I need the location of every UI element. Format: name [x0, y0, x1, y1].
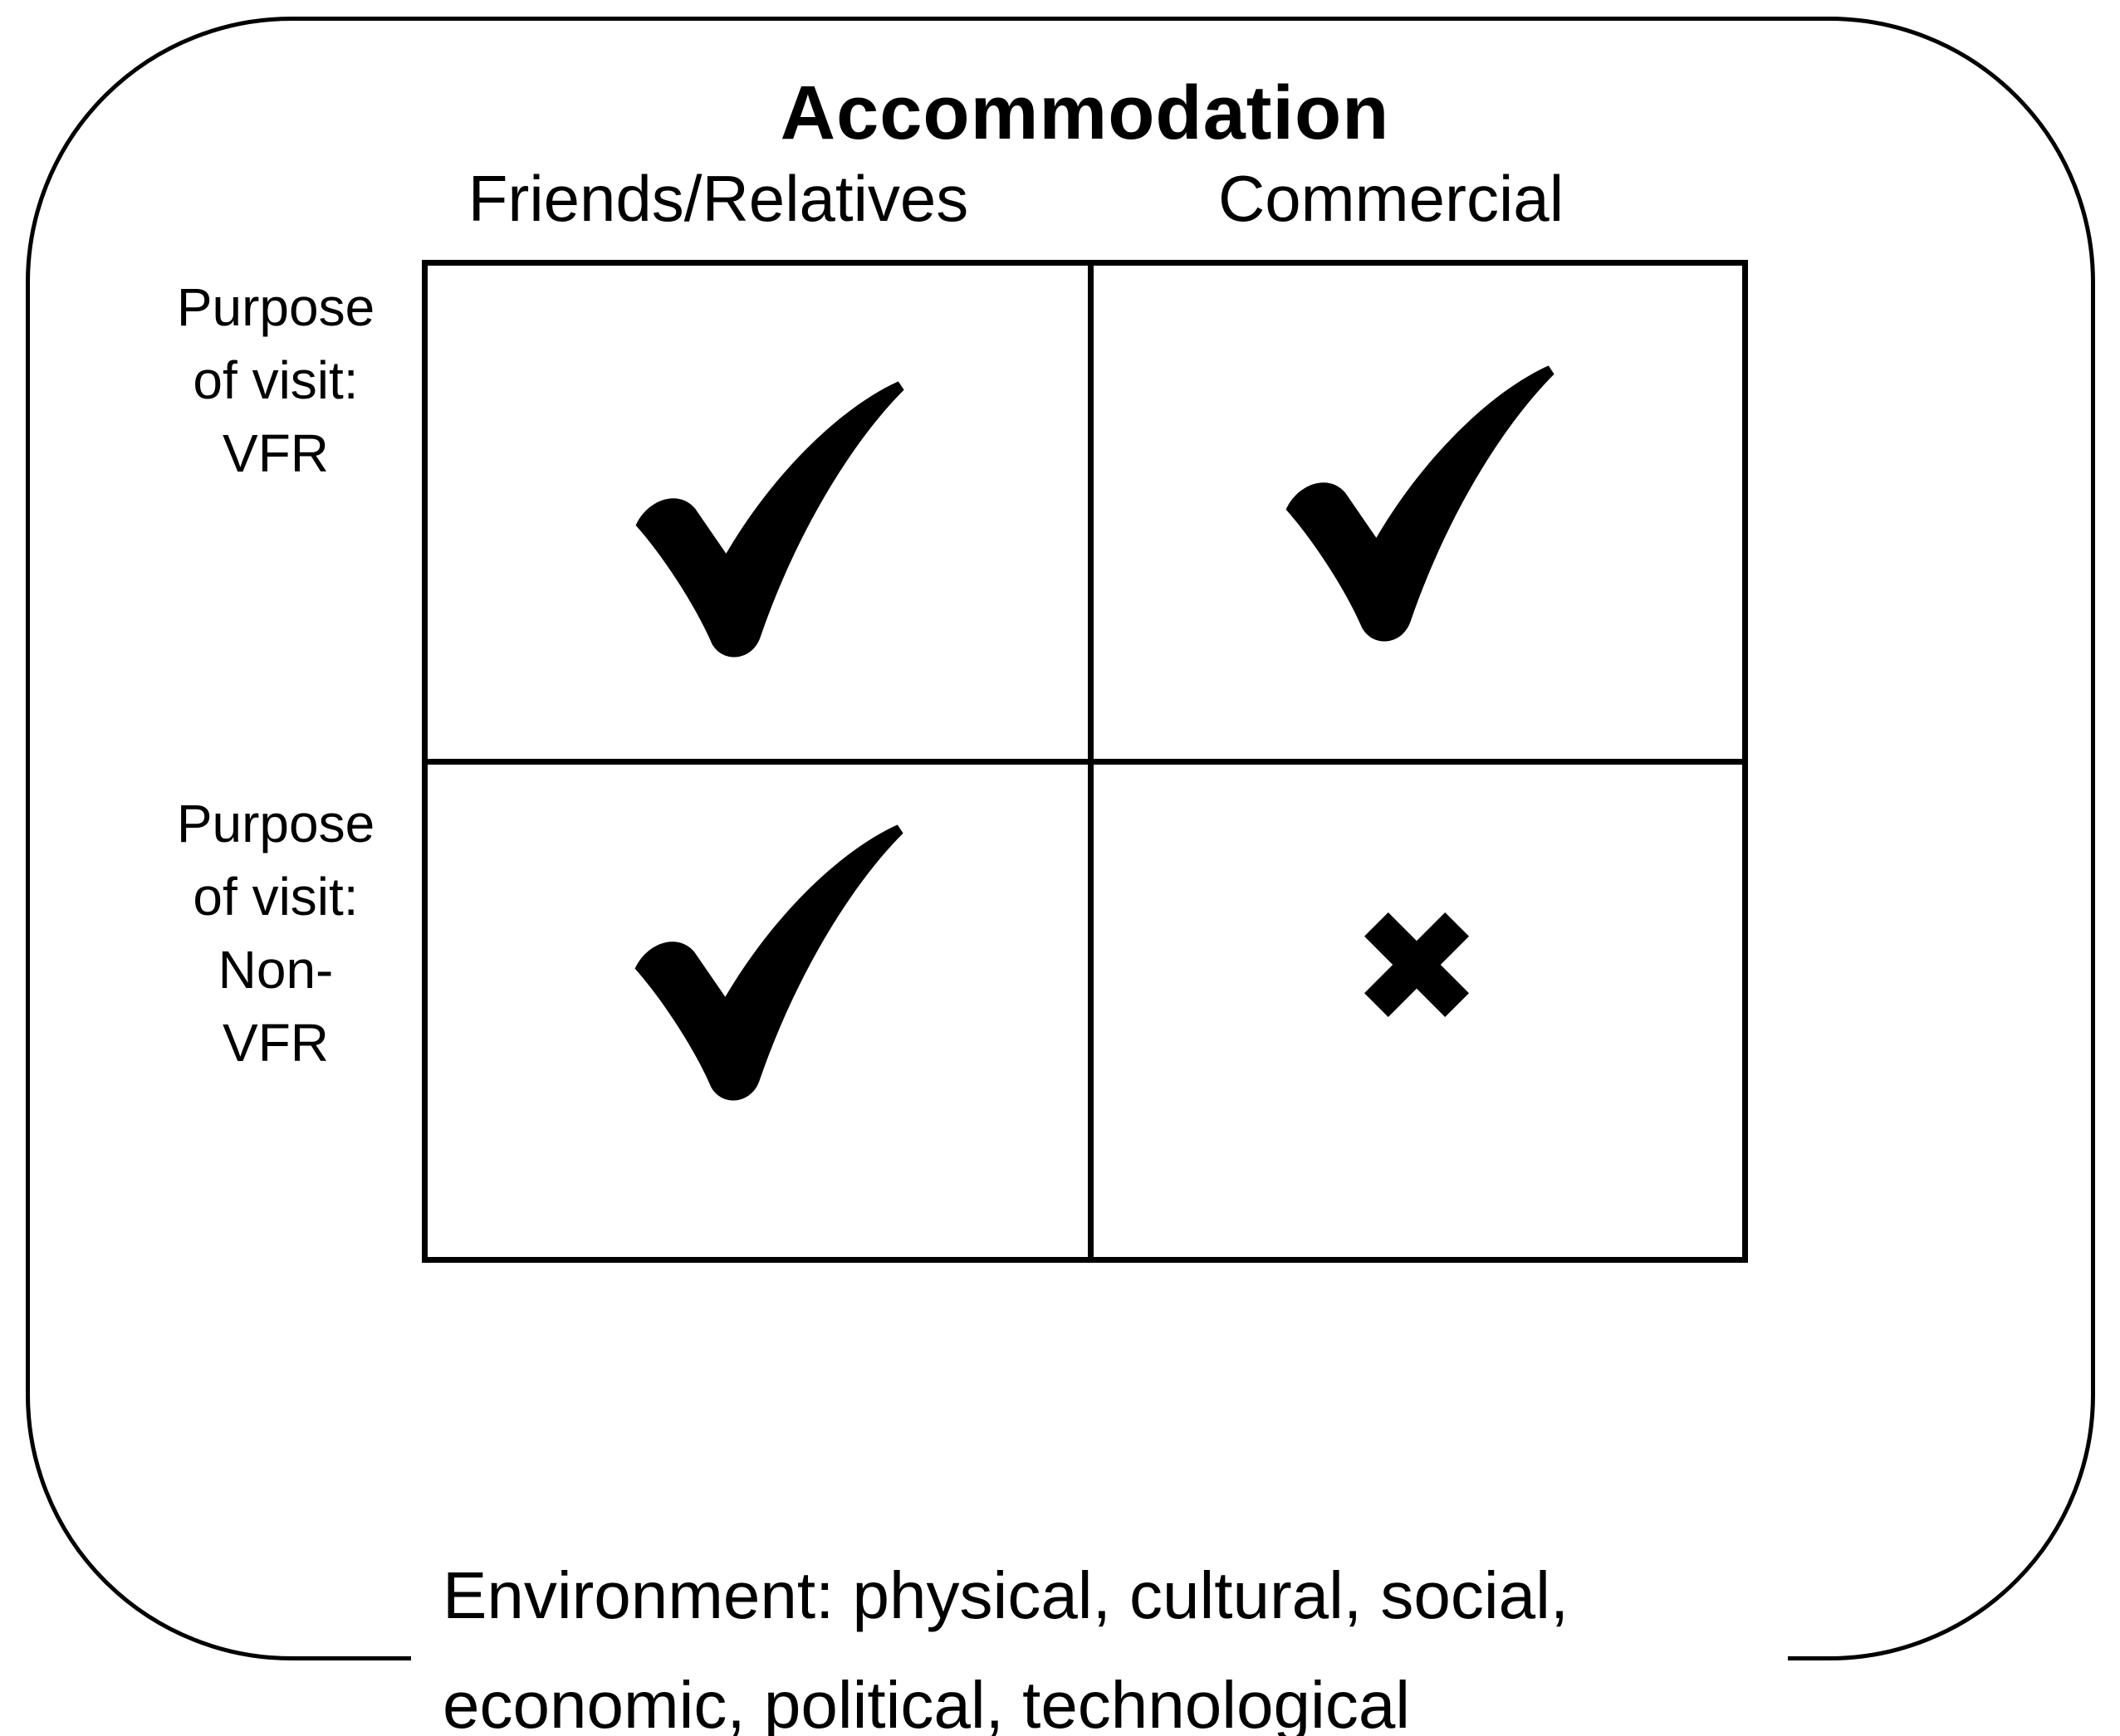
accommodation-matrix-grid [422, 260, 1748, 1263]
environment-caption-line: economic, political, technological [443, 1668, 1411, 1736]
check-mark-icon [624, 379, 907, 661]
column-header-friends-relatives: Friends/Relatives [468, 162, 969, 235]
column-header-commercial: Commercial [1217, 162, 1564, 235]
check-mark-icon [624, 822, 906, 1104]
row-label-vfr-line: of visit: [193, 350, 359, 410]
row-label-non-vfr-line: Non- [218, 940, 334, 1000]
cell-vfr-friends-relatives [428, 266, 1088, 759]
cell-non-vfr-friends-relatives [428, 765, 1088, 1257]
environment-caption: Environment: physical, cultural, social,… [411, 1541, 1788, 1736]
row-label-non-vfr-line: of visit: [193, 867, 359, 927]
row-label-vfr-line: Purpose [176, 277, 375, 337]
grid-horizontal-divider [428, 759, 1742, 765]
row-label-non-vfr-line: Purpose [176, 794, 375, 853]
environment-caption-line: Environment: physical, cultural, social, [443, 1558, 1569, 1632]
row-label-vfr: Purpose of visit: VFR [101, 271, 450, 490]
row-label-non-vfr-line: VFR [223, 1013, 329, 1073]
check-mark-icon [1275, 363, 1557, 645]
row-label-vfr-line: VFR [223, 423, 329, 483]
cell-non-vfr-commercial [1094, 765, 1742, 1257]
row-label-non-vfr: Purpose of visit: Non- VFR [101, 787, 450, 1079]
cell-vfr-commercial [1094, 266, 1742, 759]
matrix-title: Accommodation [780, 71, 1390, 155]
cross-mark-icon [1342, 890, 1491, 1039]
